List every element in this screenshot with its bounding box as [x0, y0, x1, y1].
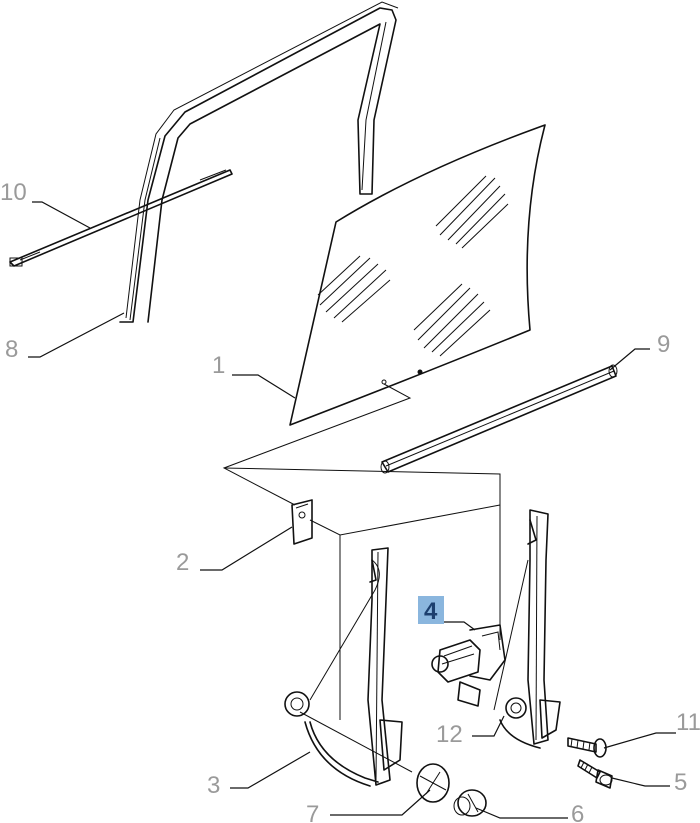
assembly-lines	[222, 383, 501, 720]
part-inner-seal-strip	[380, 364, 618, 474]
leader-8	[28, 312, 125, 358]
part-screw-5	[577, 759, 613, 789]
part-door-glass	[289, 124, 546, 426]
leader-7	[330, 789, 431, 816]
part-handle-disc-7	[416, 763, 450, 803]
leader-4	[444, 621, 476, 631]
callout-6[interactable]: 6	[571, 801, 584, 823]
leader-6	[475, 807, 568, 819]
callout-2[interactable]: 2	[176, 549, 189, 576]
part-window-regulator-left	[284, 547, 413, 787]
leader-11	[603, 732, 676, 749]
callout-labels: 10 8 1 9 2 4 12 3 11 5 7 6	[0, 179, 700, 823]
leader-2	[200, 526, 293, 571]
leader-10	[32, 201, 91, 229]
part-window-frame	[119, 1, 399, 323]
leader-lines	[28, 201, 676, 819]
part-handle-knob-6	[453, 789, 487, 817]
callout-4[interactable]: 4	[424, 598, 438, 625]
callout-7[interactable]: 7	[306, 801, 319, 823]
part-glass-clip	[291, 499, 313, 545]
callout-3[interactable]: 3	[207, 772, 220, 799]
callout-9[interactable]: 9	[657, 331, 670, 358]
callout-12[interactable]: 12	[436, 721, 463, 748]
leader-3	[230, 751, 311, 789]
part-window-motor	[431, 624, 506, 707]
part-bolt-11	[567, 737, 607, 758]
leader-12	[472, 715, 505, 737]
callout-8[interactable]: 8	[5, 336, 18, 363]
leader-5	[611, 777, 670, 787]
part-window-regulator-right	[493, 509, 561, 749]
callout-5[interactable]: 5	[674, 769, 687, 796]
callout-4-highlight	[418, 596, 444, 624]
part-belt-molding	[9, 169, 233, 267]
leader-9	[609, 348, 650, 371]
callout-11[interactable]: 11	[676, 709, 700, 736]
glass-reflection-marks	[317, 175, 509, 357]
callout-1[interactable]: 1	[212, 352, 225, 379]
leader-1	[232, 374, 296, 399]
callout-10[interactable]: 10	[0, 179, 27, 206]
